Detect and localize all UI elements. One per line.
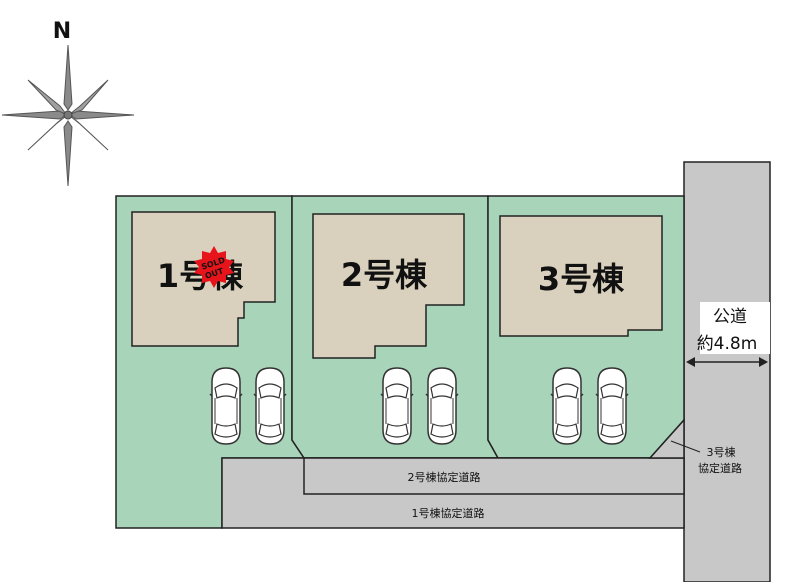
car-icon [380,367,414,445]
road-label-box [700,302,770,354]
car-icon [550,367,584,445]
public-road [683,161,771,582]
lot1-road-label: 1号棟協定道路 [412,506,485,520]
car-icon [253,367,287,445]
sold-out-badge: SOLD OUT [194,246,234,288]
north-label: N [53,19,71,44]
lot2-road-label: 2号棟協定道路 [408,470,481,484]
house-3-label: 3号棟 [538,260,625,298]
compass-rose-icon [1,44,135,187]
house-2 [312,213,465,359]
car-icon [425,367,459,445]
lot3-road-label-line2: 協定道路 [698,461,742,475]
car-icon [209,367,243,445]
lot3-road-label-line1: 3号棟 [707,445,736,459]
lot2-access-road [303,457,685,495]
public-road-width: 約4.8m [697,334,758,354]
lot3-road-leader [670,440,701,453]
road-width-arrow [686,357,768,367]
house-3 [499,215,663,337]
car-icon [595,367,629,445]
house-2-label: 2号棟 [341,256,428,294]
lot3-access-road [648,418,685,459]
public-road-name: 公道 [713,307,747,327]
